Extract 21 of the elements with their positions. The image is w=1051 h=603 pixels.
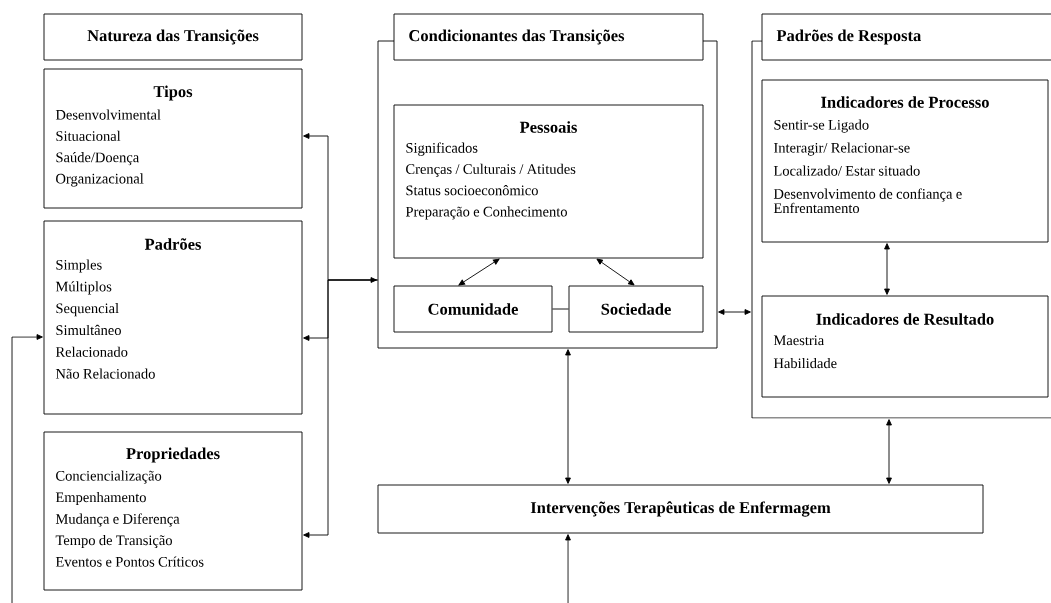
label-box: Sociedade <box>568 285 704 333</box>
arrow <box>565 534 571 603</box>
list-box: Propriedades Conciencialização Empenhamento Mudança e Diferença Tempo de Transição Eventos e Pontos Críticos <box>43 431 303 591</box>
arrow <box>565 349 571 484</box>
label-box: Comunidade <box>393 285 553 333</box>
label-box: Intervenções Terapêuticas de Enfermagem <box>377 484 984 534</box>
connector-line <box>552 308 569 310</box>
list-box: Tipos Desenvolvimental Situacional Saúde/Doença Organizacional <box>43 68 303 209</box>
list-box: Indicadores de Resultado Maestria Habilidade <box>761 295 1049 398</box>
arrow <box>596 258 635 286</box>
arrow <box>886 419 892 484</box>
arrow <box>458 258 500 286</box>
list-box: Padrões Simples Múltiplos Sequencial Simultâneo Relacionado Não Relacionado <box>43 220 303 415</box>
arrow <box>303 279 378 538</box>
arrow <box>303 133 377 283</box>
arrow <box>718 309 751 315</box>
heading-box: Natureza das Transições <box>43 13 303 61</box>
list-box: Pessoais Significados Crenças / Culturais / Atitudes Status socioeconômico Preparação e Conhecimento <box>393 104 704 259</box>
arrow <box>11 334 43 603</box>
list-box: Indicadores de Processo Sentir-se Ligado Interagir/ Relacionar-se Localizado/ Estar situado Desenvolvimento de confiança e Enfrentamento <box>761 79 1049 243</box>
arrow <box>884 243 890 295</box>
